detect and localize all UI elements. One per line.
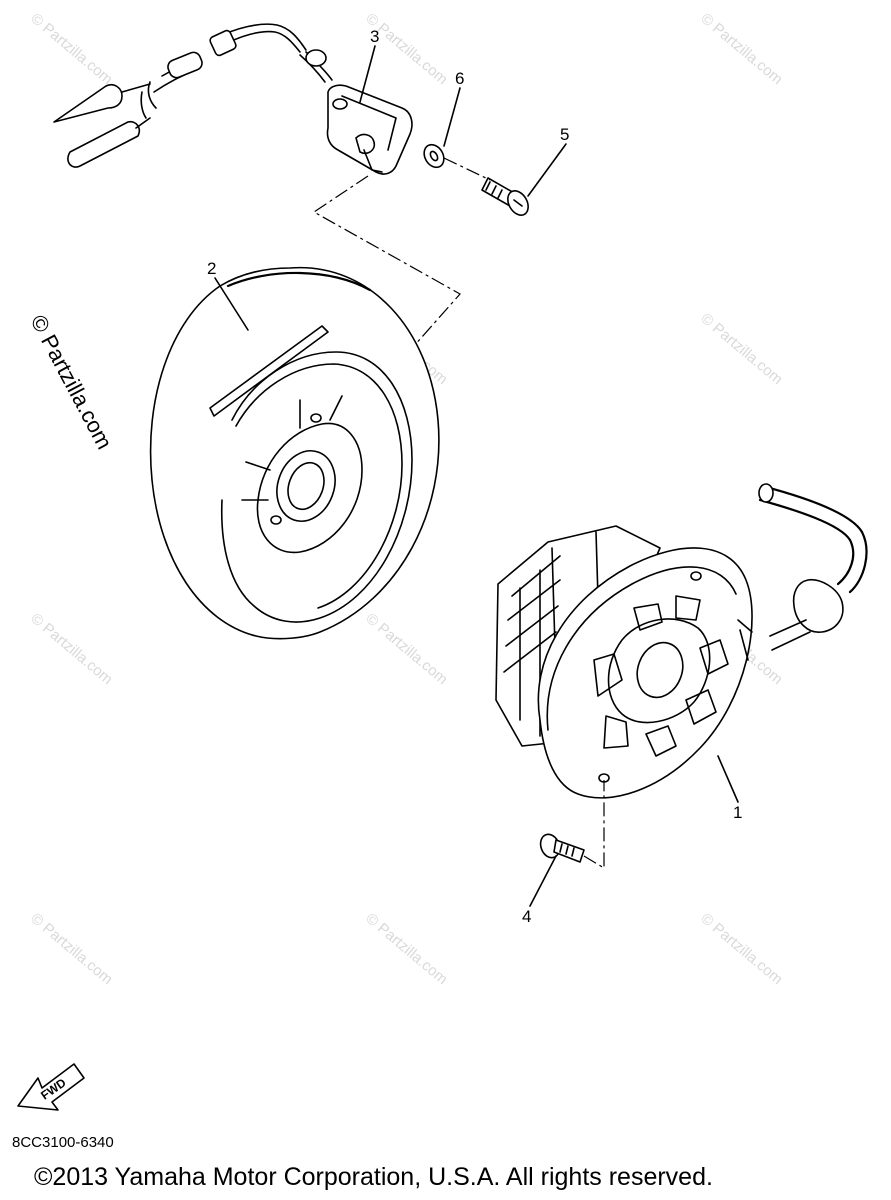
watermark: © Partzilla.com bbox=[362, 10, 450, 88]
callout-part-1: 1 bbox=[733, 803, 742, 822]
copyright-notice: ©2013 Yamaha Motor Corporation, U.S.A. A… bbox=[34, 1163, 713, 1191]
flywheel-rotor bbox=[149, 266, 440, 640]
watermark: © Partzilla.com bbox=[27, 610, 115, 688]
leader-line bbox=[529, 855, 557, 907]
callout-part-3: 3 bbox=[370, 27, 379, 46]
alignment-line bbox=[312, 175, 461, 356]
watermark: © Partzilla.com bbox=[362, 610, 450, 688]
leader-line bbox=[527, 143, 567, 197]
callout-part-4: 4 bbox=[522, 907, 531, 926]
washer bbox=[423, 143, 445, 169]
callout-part-5: 5 bbox=[560, 125, 569, 144]
fwd-arrow-icon: FWD bbox=[17, 1063, 85, 1111]
callout-part-6: 6 bbox=[455, 69, 464, 88]
leader-line bbox=[359, 45, 376, 103]
leader-line bbox=[717, 755, 739, 803]
pickup-coil-assembly bbox=[53, 23, 413, 175]
leader-line bbox=[214, 277, 249, 331]
callout-part-2: 2 bbox=[207, 259, 216, 278]
alignment-line bbox=[443, 157, 491, 181]
watermark: © Partzilla.com bbox=[362, 910, 450, 988]
watermark: © Partzilla.com bbox=[697, 310, 785, 388]
alignment-line bbox=[583, 780, 605, 870]
watermark: © Partzilla.com bbox=[27, 910, 115, 988]
screw bbox=[539, 833, 585, 863]
watermark: © Partzilla.com bbox=[697, 910, 785, 988]
watermark-side: © Partzilla.com bbox=[26, 311, 118, 454]
stator-assembly bbox=[495, 483, 868, 799]
watermark: © Partzilla.com bbox=[27, 10, 115, 88]
leader-line bbox=[443, 87, 461, 147]
diagram-code: 8CC3100-6340 bbox=[12, 1134, 114, 1151]
watermark: © Partzilla.com bbox=[697, 10, 785, 88]
screw bbox=[481, 177, 529, 216]
